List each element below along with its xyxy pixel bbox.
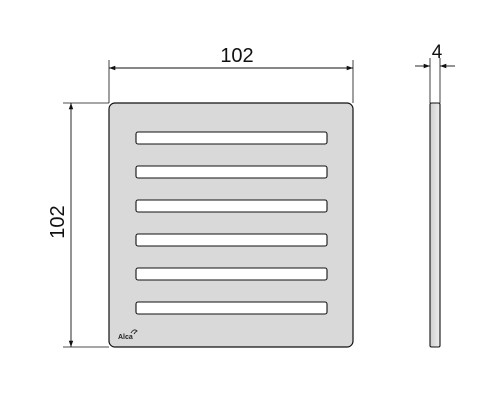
height-dimension: 102 bbox=[47, 102, 109, 348]
thickness-dimension: 4 bbox=[415, 42, 455, 103]
grate-slots bbox=[135, 131, 328, 315]
thickness-dimension-label: 4 bbox=[432, 42, 443, 63]
width-dimension-label: 102 bbox=[220, 45, 253, 67]
grate-side-view bbox=[429, 102, 441, 348]
grate-plate bbox=[108, 102, 354, 348]
logo-text: Alca bbox=[118, 334, 133, 341]
side-profile bbox=[429, 102, 441, 348]
grate-slot bbox=[135, 301, 328, 315]
logo-swirl-icon bbox=[130, 329, 138, 335]
width-dimension: 102 bbox=[108, 45, 354, 103]
grate-slot bbox=[135, 199, 328, 213]
grate-slot bbox=[135, 131, 328, 145]
grate-slot bbox=[135, 233, 328, 247]
grate-front-view: Alca bbox=[108, 102, 354, 348]
logo: Alca bbox=[118, 329, 138, 341]
grate-slot bbox=[135, 165, 328, 179]
height-dimension-label: 102 bbox=[47, 205, 69, 238]
grate-slot bbox=[135, 267, 328, 281]
